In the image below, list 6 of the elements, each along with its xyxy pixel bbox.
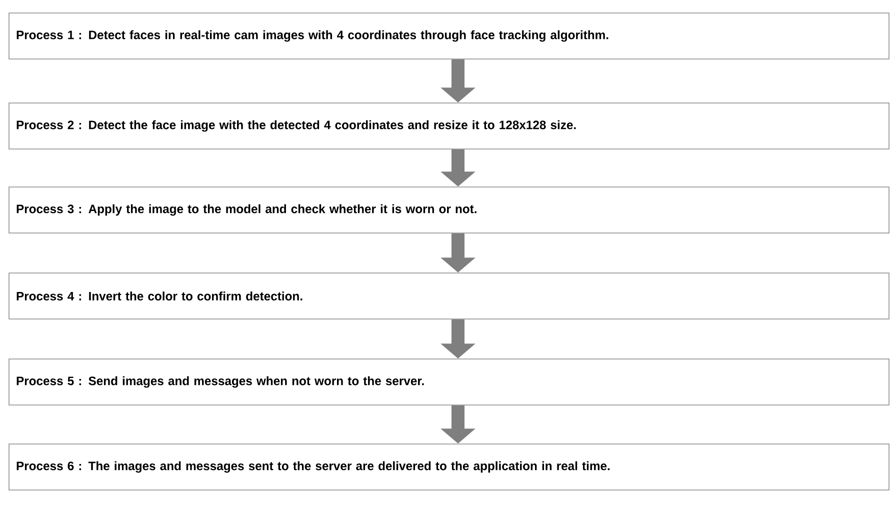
process-box: Process 2 : Detect the face image with the detected 4 coordinates and resize it to 128x128 size. bbox=[8, 102, 890, 150]
process-box: Process 5 : Send images and messages when not worn to the server. bbox=[8, 358, 890, 406]
process-box: Process 3 : Apply the image to the model and check whether it is worn or not. bbox=[8, 186, 890, 234]
process-box: Process 1 : Detect faces in real-time cam images with 4 coordinates through face tracking algorithm. bbox=[8, 12, 890, 60]
process-box: Process 6 : The images and messages sent to the server are delivered to the application in real time. bbox=[8, 444, 890, 490]
process-box: Process 4 : Invert the color to confirm detection. bbox=[8, 272, 890, 320]
